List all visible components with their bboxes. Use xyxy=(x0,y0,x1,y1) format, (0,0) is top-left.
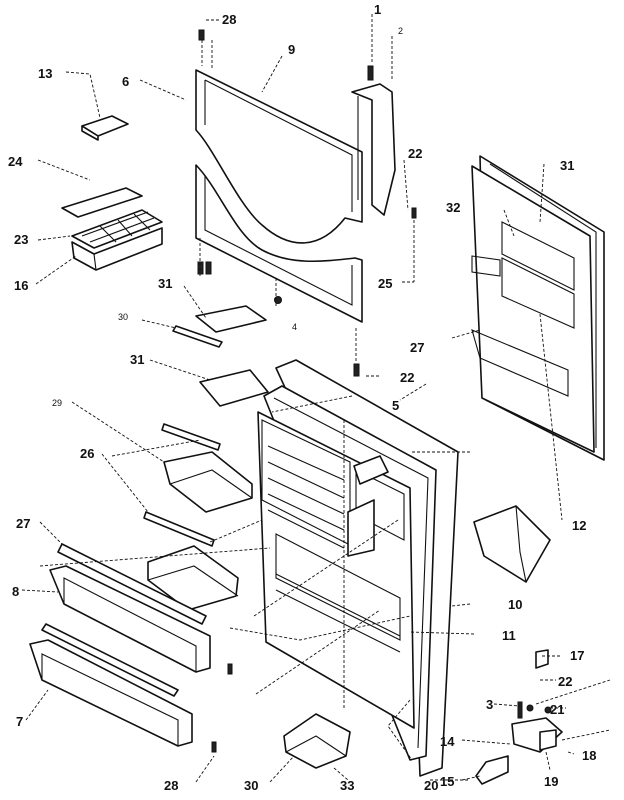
door-shelf-bar-upper xyxy=(57,543,207,625)
callout-20: 20 xyxy=(424,778,438,793)
callout-23: 23 xyxy=(14,232,28,247)
callout-18: 18 xyxy=(582,748,596,763)
callout-13: 13 xyxy=(38,66,52,81)
shelf-upper-bin xyxy=(163,451,253,513)
callout-16: 16 xyxy=(14,278,28,293)
callout-11: 11 xyxy=(502,628,516,643)
hinge-screw xyxy=(367,65,374,81)
callout-15: 15 xyxy=(440,774,454,789)
callout-labels: 1 2 3 4 5 6 7 8 9 10 11 12 13 14 15 16 1… xyxy=(8,2,596,793)
hinge-washer xyxy=(544,706,552,714)
callout-2: 2 xyxy=(398,26,403,36)
callout-4: 4 xyxy=(292,322,297,332)
light-socket-bar xyxy=(172,325,223,348)
door-screw-bottom-right xyxy=(205,261,212,275)
callout-10: 10 xyxy=(508,597,522,612)
callout-31-right: 31 xyxy=(560,158,574,173)
ice-cube-tray xyxy=(71,209,163,249)
callout-28-bottom: 28 xyxy=(164,778,178,793)
shelf-screw xyxy=(227,663,233,675)
ice-tray-cover xyxy=(61,187,143,218)
callout-24: 24 xyxy=(8,154,23,169)
light-shield-lower xyxy=(199,369,269,407)
lower-hinge-bracket xyxy=(511,717,563,753)
callout-30-bottom: 30 xyxy=(244,778,258,793)
callout-8: 8 xyxy=(12,584,19,599)
callout-30-top: 30 xyxy=(118,312,128,322)
upper-hinge-bracket xyxy=(351,83,396,216)
callout-17: 17 xyxy=(570,648,584,663)
callout-9: 9 xyxy=(288,42,295,57)
hinge-cover-bracket xyxy=(535,649,549,669)
callout-26: 26 xyxy=(80,446,94,461)
callout-12: 12 xyxy=(572,518,586,533)
adjustable-leg xyxy=(475,755,509,785)
door-inner-bins xyxy=(347,455,389,557)
callout-3: 3 xyxy=(486,697,493,712)
door-shelf-tray-upper xyxy=(49,565,211,673)
callout-33: 33 xyxy=(340,778,354,793)
callout-22-bottom: 22 xyxy=(558,674,572,689)
screw-bottom-left xyxy=(211,741,217,753)
freezer-door-upper-panel xyxy=(195,69,363,244)
stop-screw xyxy=(411,207,417,219)
callout-1: 1 xyxy=(374,2,381,17)
callout-14: 14 xyxy=(440,734,455,749)
ice-storage-bin xyxy=(71,227,163,271)
callout-31-left: 31 xyxy=(158,276,172,291)
door-screw-bottom-left xyxy=(197,261,204,275)
callout-32: 32 xyxy=(446,200,460,215)
callout-19: 19 xyxy=(544,774,558,789)
callout-7: 7 xyxy=(16,714,23,729)
door-shelf-bar-lower xyxy=(41,623,179,697)
callout-27-left: 27 xyxy=(16,516,30,531)
hinge-pin-lower xyxy=(517,701,523,719)
callout-5: 5 xyxy=(392,398,399,413)
ice-scoop xyxy=(81,115,129,141)
door-screw-top xyxy=(198,29,205,41)
callout-22-top: 22 xyxy=(408,146,422,161)
dairy-door-module xyxy=(473,505,551,583)
shelf-upper-rail xyxy=(161,423,221,451)
washer-small xyxy=(526,704,534,712)
leader-lines xyxy=(21,14,611,783)
shelf-middle-rail xyxy=(143,511,215,547)
callout-22-middle: 22 xyxy=(400,370,414,385)
freezer-door-right-liner xyxy=(471,165,595,453)
callout-31-middle: 31 xyxy=(130,352,144,367)
freezer-door-lower-panel xyxy=(195,164,363,323)
callout-27-right: 27 xyxy=(410,340,424,355)
butter-bin xyxy=(283,713,351,769)
lower-hinge-pin xyxy=(353,363,360,377)
callout-28-top: 28 xyxy=(222,12,236,27)
callout-6: 6 xyxy=(122,74,129,89)
callout-29: 29 xyxy=(52,398,62,408)
shelf-middle-bin xyxy=(147,545,239,611)
light-shield-upper xyxy=(195,305,267,333)
door-shelf-tray-lower xyxy=(29,639,193,747)
callout-21: 21 xyxy=(550,702,564,717)
callout-25: 25 xyxy=(378,276,392,291)
